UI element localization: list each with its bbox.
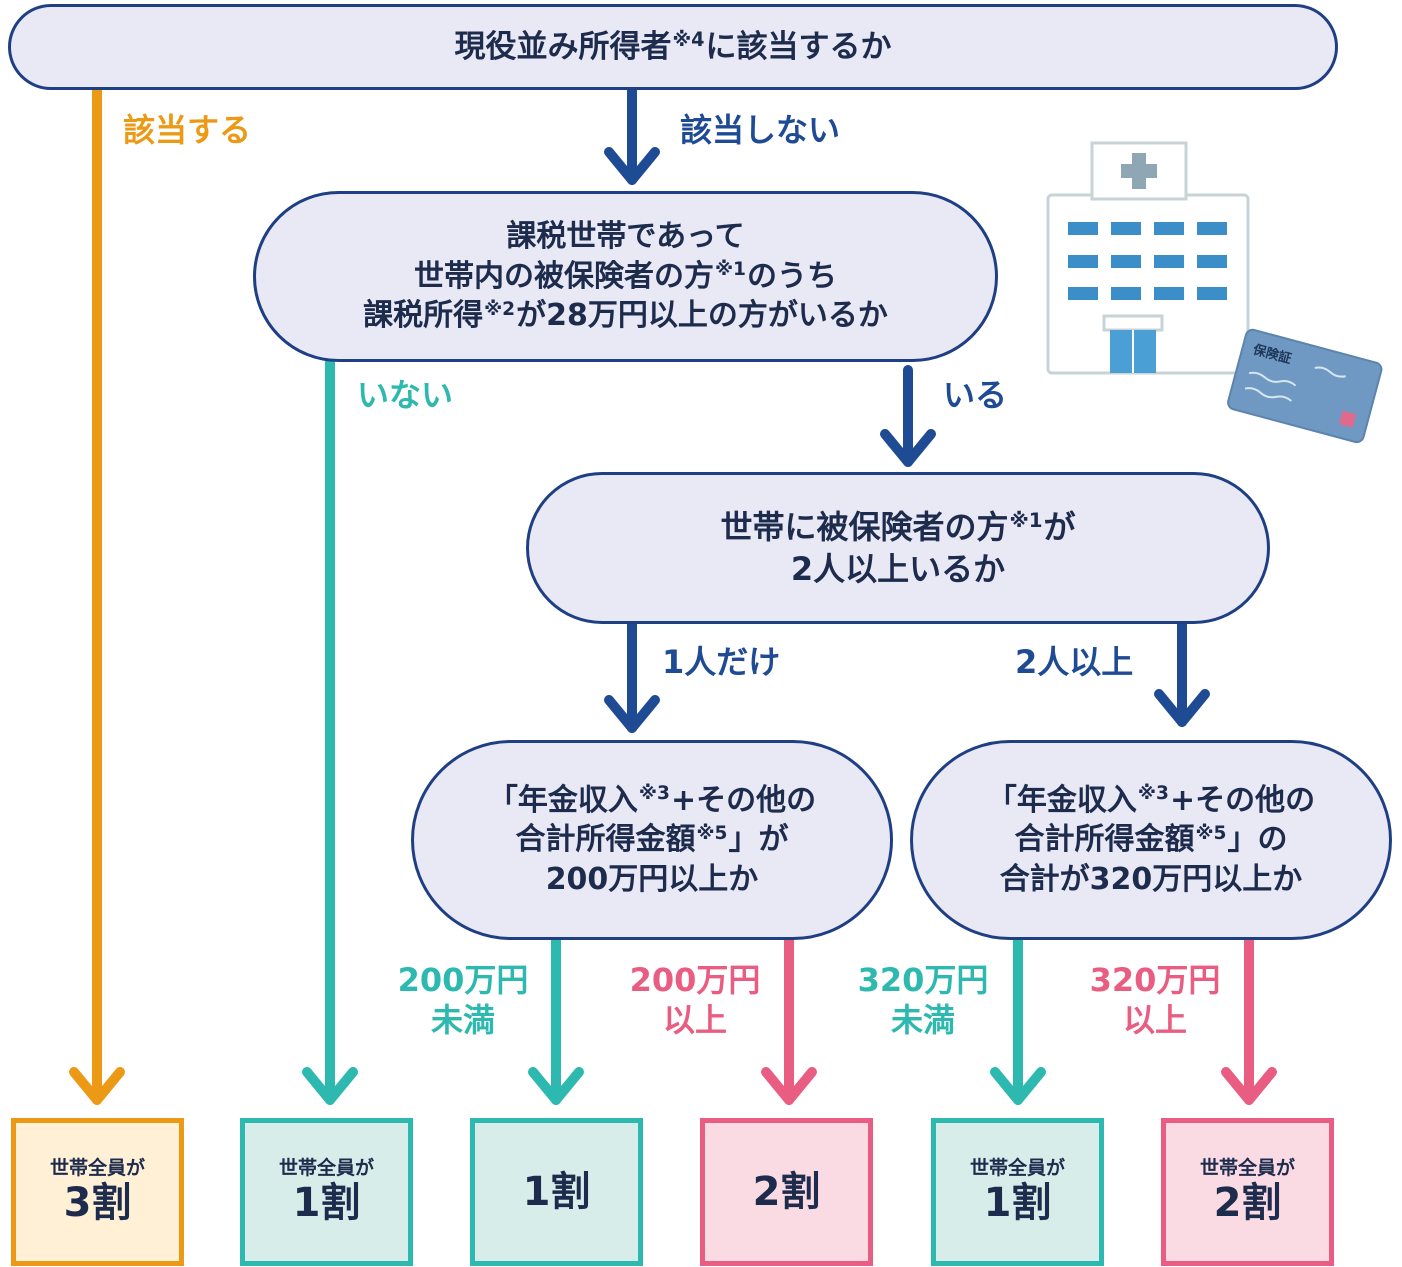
arrowhead-q1-no	[604, 147, 660, 185]
q1-yes-label: 該当する	[123, 111, 252, 149]
q4-over-label: 200万円以上	[629, 961, 761, 1039]
q1-no-label: 該当しない	[680, 111, 841, 149]
q4-node: 「年金収入※3+その他の 合計所得金額※5」が 200万円以上か	[411, 740, 893, 940]
result-box-1wari-household: 世帯全員が 1割	[240, 1118, 413, 1266]
arrowhead-q4-under	[528, 1067, 584, 1105]
q3-one-label: 1人だけ	[662, 643, 781, 681]
hospital-icon	[1046, 141, 1250, 375]
arrowhead-q2-yes	[880, 429, 936, 467]
arrowhead-q1-yes	[69, 1067, 125, 1105]
q4-under-label: 200万円未満	[397, 961, 529, 1039]
q1-text: 現役並み所得者※4に該当するか	[454, 27, 892, 65]
footnote-marker: ※3	[638, 783, 670, 805]
footnote-marker: ※1	[714, 259, 746, 281]
arrowhead-q4-over	[761, 1067, 817, 1105]
footnote-marker: ※5	[696, 822, 728, 844]
result-box-2wari: 2割	[700, 1118, 873, 1266]
arrowhead-q2-no	[302, 1067, 358, 1105]
insurance-card-icon: 保険証	[1227, 328, 1383, 444]
q2-node: 課税世帯であって 世帯内の被保険者の方※1のうち 課税所得※2が28万円以上の方…	[253, 191, 998, 362]
q2-no-label: いない	[357, 376, 454, 414]
arrowhead-q5-under	[990, 1067, 1046, 1105]
q5-under-label: 320万円未満	[857, 961, 989, 1039]
footnote-marker: ※5	[1195, 822, 1227, 844]
q5-node: 「年金収入※3+その他の 合計所得金額※5」の 合計が320万円以上か	[910, 740, 1392, 940]
arrowhead-q3-one	[604, 695, 660, 733]
arrowhead-q5-over	[1221, 1067, 1277, 1105]
result-box-1wari-household-2: 世帯全員が 1割	[931, 1118, 1104, 1266]
q3-two-label: 2人以上	[1015, 643, 1134, 681]
q5-over-label: 320万円以上	[1089, 961, 1221, 1039]
footnote-marker: ※3	[1137, 783, 1169, 805]
q2-yes-label: いる	[943, 376, 1008, 414]
q1-node: 現役並み所得者※4に該当するか	[8, 4, 1338, 90]
q3-node: 世帯に被保険者の方※1が 2人以上いるか	[526, 472, 1270, 624]
footnote-marker: ※4	[672, 27, 705, 51]
arrowhead-q3-two	[1154, 689, 1210, 727]
footnote-marker: ※2	[484, 299, 516, 321]
footnote-marker: ※1	[1009, 508, 1043, 532]
result-box-1wari: 1割	[470, 1118, 643, 1266]
result-box-3wari-household: 世帯全員が 3割	[11, 1118, 184, 1266]
result-box-2wari-household: 世帯全員が 2割	[1161, 1118, 1334, 1266]
